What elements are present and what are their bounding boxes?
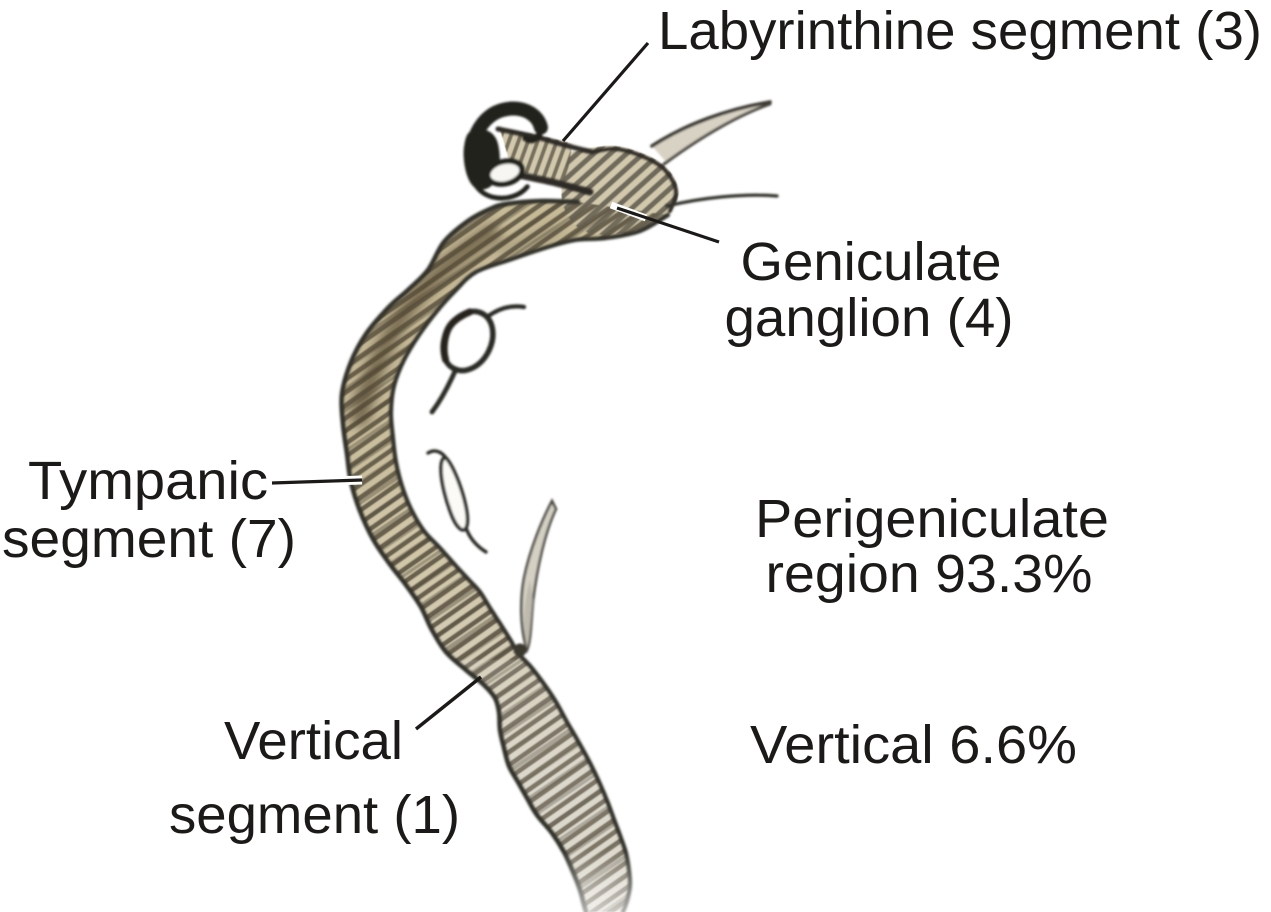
svg-text:Tympanic: Tympanic — [28, 452, 268, 511]
svg-text:segment (1): segment (1) — [169, 786, 460, 845]
svg-text:Vertical 6.6%: Vertical 6.6% — [750, 716, 1077, 775]
svg-text:Geniculate: Geniculate — [741, 233, 1002, 292]
svg-text:segment (7): segment (7) — [2, 510, 296, 569]
svg-text:Perigeniculate: Perigeniculate — [755, 490, 1109, 549]
svg-text:Labyrinthine segment (3): Labyrinthine segment (3) — [658, 2, 1262, 61]
svg-text:ganglion (4): ganglion (4) — [725, 289, 1014, 348]
svg-text:Vertical: Vertical — [224, 712, 403, 771]
svg-text:region 93.3%: region 93.3% — [766, 545, 1093, 604]
